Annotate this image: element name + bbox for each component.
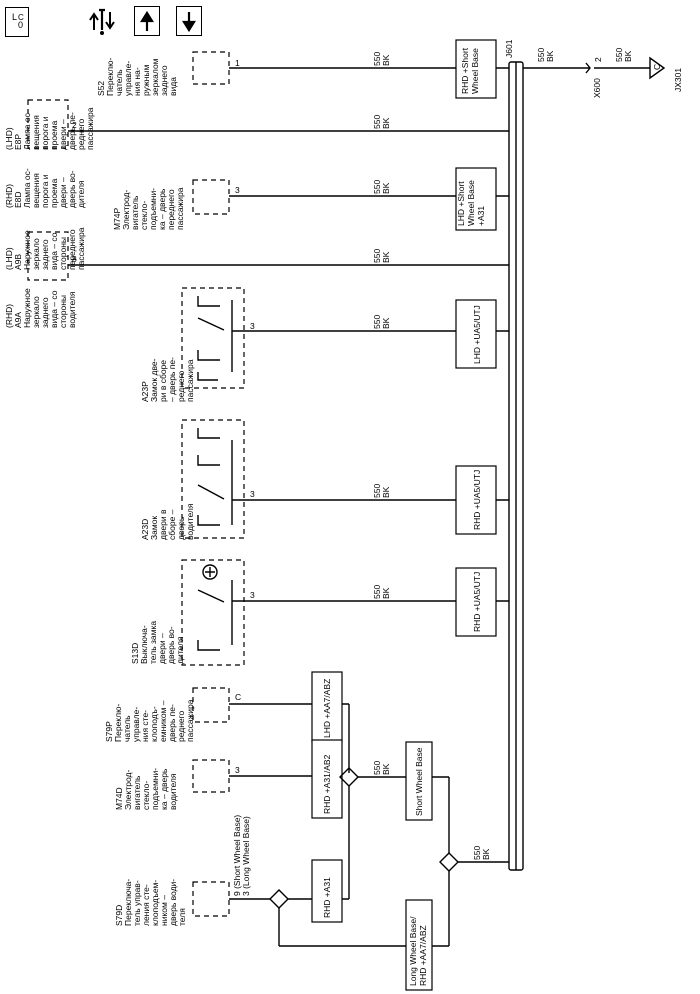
svg-text:550: 550 [372, 484, 382, 498]
component-labels: S52Переклю-чательуправле-ния на-ружнымзе… [4, 58, 251, 926]
wire-m74p: 3 550 BK [192, 167, 509, 231]
wire-tree-lower: C 3 550 BK 550 BK [192, 671, 509, 991]
ground-x600: 550 BK 2 X600 550 BK C JX301 [523, 48, 683, 98]
svg-text:BK: BK [381, 54, 391, 66]
wire-s52: 1 550 BK [192, 39, 509, 99]
svg-text:3: 3 [250, 321, 255, 331]
svg-text:BK: BK [545, 50, 555, 62]
svg-text:550: 550 [372, 52, 382, 66]
arrow-down-icon[interactable] [176, 6, 202, 36]
svg-text:A23DЗамокдвери всборе –дверьво: A23DЗамокдвери всборе –дверьводителя [140, 503, 195, 540]
svg-text:550: 550 [372, 180, 382, 194]
svg-text:8: 8 [72, 254, 77, 264]
svg-text:Short Wheel Base: Short Wheel Base [414, 747, 424, 816]
splice-label: J601 [504, 39, 514, 58]
svg-text:(RHD)A9AНаружноезеркалозаднего: (RHD)A9AНаружноезеркалозаднеговида – сос… [4, 288, 77, 328]
svg-text:BK: BK [381, 317, 391, 329]
svg-text:BK: BK [381, 182, 391, 194]
svg-text:0: 0 [18, 20, 23, 30]
svg-text:550: 550 [372, 115, 382, 129]
svg-text:RHD +ShortWheel Base: RHD +ShortWheel Base [460, 47, 480, 94]
svg-text:BK: BK [381, 117, 391, 129]
diagnostic-wrench-icon[interactable] [88, 6, 122, 36]
ground-reference-icon[interactable]: L 0 C [5, 7, 29, 37]
svg-text:BK: BK [381, 763, 391, 775]
svg-text:A23PЗамок две-ри в сборе– двер: A23PЗамок две-ри в сборе– дверь пе-редне… [140, 357, 195, 402]
svg-text:(RHD)E8DЛампа ос-вещенияпорога: (RHD)E8DЛампа ос-вещенияпорога ипроемадв… [4, 168, 86, 208]
svg-text:RHD +A31/AB2: RHD +A31/AB2 [322, 754, 332, 814]
svg-text:3: 3 [235, 765, 240, 775]
svg-text:550: 550 [472, 846, 482, 860]
svg-text:3: 3 [250, 590, 255, 600]
wire-a23d: 3 550 BK [181, 419, 509, 539]
svg-text:550: 550 [372, 315, 382, 329]
option-labels: RHD +ShortWheel Base LHD +ShortWheel Bas… [322, 47, 486, 986]
svg-text:S79PПереклю-чательуправле-ния: S79PПереклю-чательуправле-ния сте-клопод… [104, 699, 195, 742]
svg-text:RHD +UA5/UTJ: RHD +UA5/UTJ [472, 572, 482, 632]
svg-text:2: 2 [72, 120, 77, 130]
svg-text:550: 550 [372, 585, 382, 599]
svg-text:LHD +ShortWheel Base+A31: LHD +ShortWheel Base+A31 [456, 180, 486, 226]
ground-pin: 2 [593, 57, 603, 62]
wire-a9b: 8 550 BK [27, 231, 509, 281]
ground-mark: C [652, 64, 662, 70]
svg-text:550: 550 [614, 48, 624, 62]
wire-e8p: 2 550 BK [27, 99, 509, 149]
svg-text:Long Wheel Base/RHD +AA7/ABZ: Long Wheel Base/RHD +AA7/ABZ [408, 916, 428, 986]
svg-text:BK: BK [381, 486, 391, 498]
svg-text:S13DВыключа-тель замкадвери –д: S13DВыключа-тель замкадвери –дверь во-ди… [130, 621, 185, 664]
arrow-up-icon[interactable] [134, 6, 160, 36]
svg-text:9 (Short Wheel Base)3 (Long Wh: 9 (Short Wheel Base)3 (Long Wheel Base) [232, 815, 251, 896]
svg-text:M74DЭлектрод-вигательстекло-по: M74DЭлектрод-вигательстекло-подъемни-ка … [114, 768, 178, 810]
svg-text:BK: BK [381, 251, 391, 263]
svg-text:BK: BK [623, 50, 633, 62]
svg-text:3: 3 [235, 185, 240, 195]
svg-text:LHD +AA7/ABZ: LHD +AA7/ABZ [322, 679, 332, 738]
svg-text:BK: BK [381, 587, 391, 599]
wire-s13d: 3 550 BK [181, 559, 509, 666]
svg-text:S79DПереключа-тель управ-ления: S79DПереключа-тель управ-ления сте-клопо… [114, 879, 187, 926]
toolbar: L 0 C [0, 0, 220, 45]
svg-text:RHD +A31: RHD +A31 [322, 877, 332, 918]
svg-text:C: C [235, 692, 241, 702]
wire-a23p: 3 550 BK [181, 287, 509, 389]
svg-text:3: 3 [250, 489, 255, 499]
svg-text:LHD +UA5/UTJ: LHD +UA5/UTJ [472, 305, 482, 364]
svg-text:550: 550 [372, 249, 382, 263]
ground-id: JX301 [673, 68, 683, 92]
splice-bus-j601: J601 [504, 39, 524, 871]
svg-text:550: 550 [372, 761, 382, 775]
svg-text:M74PЭлектрод-вигательстекло-по: M74PЭлектрод-вигательстекло-подъемни-ка … [112, 187, 185, 230]
svg-text:S52Переклю-чательуправле-ния н: S52Переклю-чательуправле-ния на-ружнымзе… [96, 58, 178, 96]
svg-text:1: 1 [235, 58, 240, 68]
svg-text:BK: BK [481, 848, 491, 860]
svg-text:RHD +UA5/UTJ: RHD +UA5/UTJ [472, 470, 482, 530]
svg-text:550: 550 [536, 48, 546, 62]
ground-conn: X600 [592, 78, 602, 98]
svg-text:(LHD)E8PЛампа ос-вещенияпорога: (LHD)E8PЛампа ос-вещенияпорога ипроемадв… [4, 107, 95, 150]
svg-text:(LHD)A9BНаружноезеркалозаднего: (LHD)A9BНаружноезеркалозаднеговида – сос… [4, 227, 86, 270]
ground-ref-c: C [18, 13, 24, 22]
svg-text:L: L [12, 12, 17, 22]
